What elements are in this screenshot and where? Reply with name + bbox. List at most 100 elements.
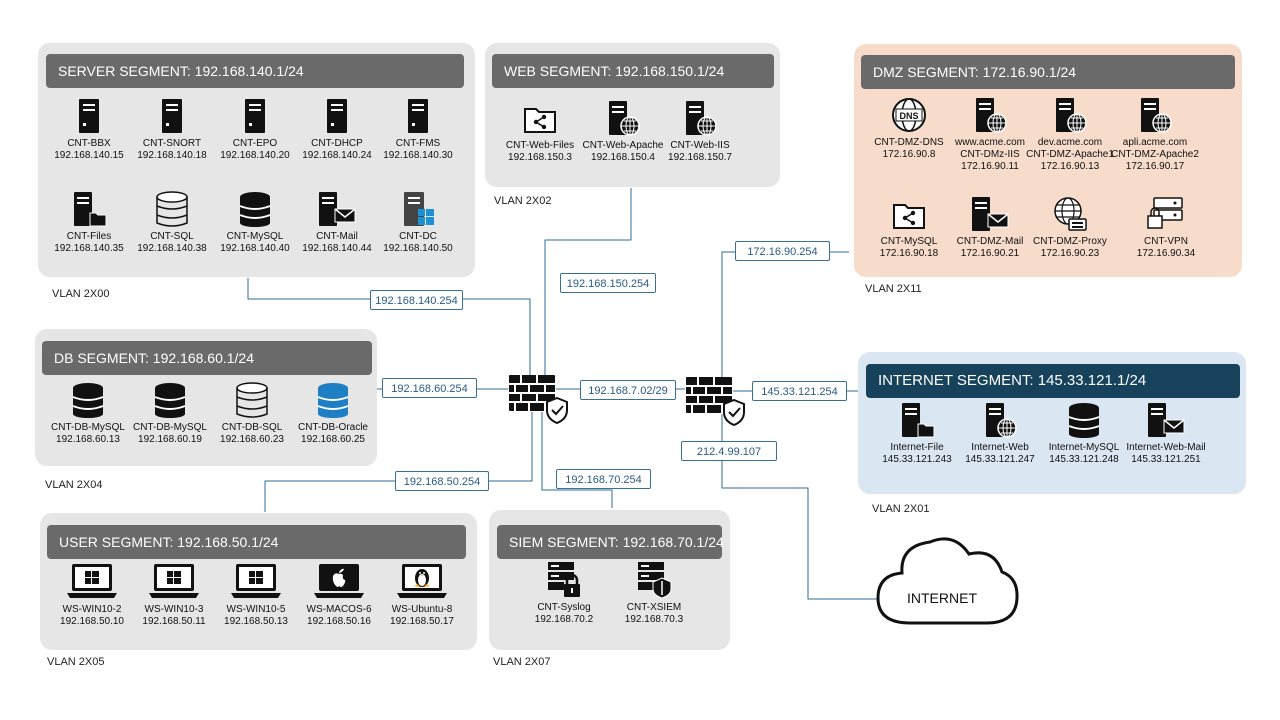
node-name: CNT-DMZ-Proxy	[1033, 236, 1107, 247]
node-name: WS-WIN10-5	[226, 604, 286, 615]
server-tower-icon	[211, 99, 299, 138]
node-ip: 192.168.60.23	[220, 434, 284, 445]
database-icon	[126, 383, 214, 422]
dmz-vlan-label: VLAN 2X11	[865, 283, 922, 295]
node-name: CNT-Web-Apache	[582, 140, 664, 151]
node-name: CNT-Web-IIS	[670, 140, 730, 151]
node-ip: 192.168.60.19	[138, 434, 202, 445]
node-ip: 172.16.90.23	[1040, 248, 1100, 259]
node-ip: 172.16.90.18	[879, 248, 939, 259]
user-gateway-ip: 192.168.50.254	[395, 471, 489, 491]
node-ip: 192.168.140.15	[54, 150, 124, 161]
node-hostname: apli.acme.com	[1122, 137, 1188, 148]
edge-firewall-icon	[686, 377, 745, 426]
node-name: CNT-MySQL	[880, 236, 938, 247]
node-name: CNT-DMZ-Mail	[956, 236, 1024, 247]
node-name: CNT-Files	[66, 231, 112, 242]
node-ip: 172.16.90.11	[961, 161, 1019, 172]
mail-server-icon	[293, 192, 381, 231]
node-hostname: www.acme.com	[954, 137, 1025, 148]
node-name: CNT-XSIEM	[626, 602, 682, 613]
node-ip: 192.168.150.7	[668, 152, 732, 163]
windows-server-icon	[374, 192, 462, 231]
server-tower-icon	[374, 99, 462, 138]
internet-segment-title: INTERNET SEGMENT: 145.33.121.1/24	[866, 364, 1240, 398]
web-server-icon	[946, 98, 1034, 137]
web-gateway-ip: 192.168.150.254	[560, 273, 656, 293]
node-name: Internet-MySQL	[1048, 442, 1120, 453]
node-name: CNT-DMZ-DNS	[874, 137, 944, 148]
dmz-gateway-ip: 172.16.90.254	[735, 241, 830, 261]
vpn-server-icon	[1122, 197, 1210, 236]
linux-laptop-icon	[378, 564, 466, 604]
wan-ip: 212.4.99.107	[681, 441, 777, 461]
transit-link-ip: 192.168.7.02/29	[580, 380, 676, 400]
mail-server-icon	[946, 197, 1034, 236]
node-name: Internet-Web	[971, 442, 1029, 453]
node-ip: 192.168.60.13	[56, 434, 120, 445]
node-ip: 172.16.90.13	[1040, 161, 1100, 172]
node-ip: 192.168.150.3	[508, 152, 572, 163]
node-ip: 192.168.50.11	[142, 616, 206, 627]
node-ip: 172.16.90.34	[1136, 248, 1196, 259]
node-ip: 172.16.90.21	[960, 248, 1020, 259]
proxy-globe-icon	[1026, 197, 1114, 236]
node-ip: 192.168.140.35	[54, 243, 124, 254]
database-blue-icon	[289, 383, 377, 422]
node-ip: 192.168.70.3	[624, 614, 684, 625]
syslog-lock-icon	[520, 562, 608, 602]
server-tower-icon	[293, 99, 381, 138]
node-name: CNT-DMZ-Apache2	[1111, 149, 1199, 160]
db-gateway-ip: 192.168.60.254	[382, 378, 477, 398]
node-ip: 172.16.90.17	[1125, 161, 1185, 172]
windows-laptop-icon	[48, 564, 136, 604]
node-name: CNT-DB-SQL	[221, 422, 283, 433]
node-ip: 192.168.70.2	[534, 614, 594, 625]
node-name: CNT-BBX	[67, 138, 111, 149]
server-segment-title: SERVER SEGMENT: 192.168.140.1/24	[46, 54, 464, 88]
node-name: WS-Ubuntu-8	[391, 604, 453, 615]
server-gateway-ip: 192.168.140.254	[370, 290, 463, 310]
internet-vlan-label: VLAN 2X01	[872, 503, 930, 515]
database-icon	[44, 383, 132, 422]
node-name: CNT-DHCP	[311, 138, 363, 149]
database-outline-icon	[128, 191, 216, 231]
node-ip: 172.16.90.8	[882, 149, 936, 160]
node-name: CNT-MySQL	[226, 231, 284, 242]
svg-text:DNS: DNS	[899, 111, 918, 121]
node-ip: 192.168.140.40	[220, 243, 290, 254]
node-ip: 192.168.140.24	[302, 150, 372, 161]
node-name: CNT-DC	[399, 231, 437, 242]
node-name: WS-MACOS-6	[306, 604, 372, 615]
siem-vlan-label: VLAN 2X07	[493, 656, 551, 668]
db-segment-title: DB SEGMENT: 192.168.60.1/24	[42, 341, 372, 375]
node-name: WS-WIN10-2	[62, 604, 122, 615]
node-name: CNT-DB-Oracle	[297, 422, 368, 433]
apple-laptop-icon	[295, 564, 383, 604]
dmz-segment-title: DMZ SEGMENT: 172.16.90.1/24	[861, 55, 1235, 89]
node-name: WS-WIN10-3	[144, 604, 204, 615]
node-ip: 192.168.140.50	[383, 243, 453, 254]
siem-segment-title: SIEM SEGMENT: 192.168.70.1/24	[497, 525, 724, 559]
web-server-icon	[956, 403, 1044, 442]
node-name: CNT-SNORT	[142, 138, 202, 149]
db-vlan-label: VLAN 2X04	[45, 479, 103, 491]
